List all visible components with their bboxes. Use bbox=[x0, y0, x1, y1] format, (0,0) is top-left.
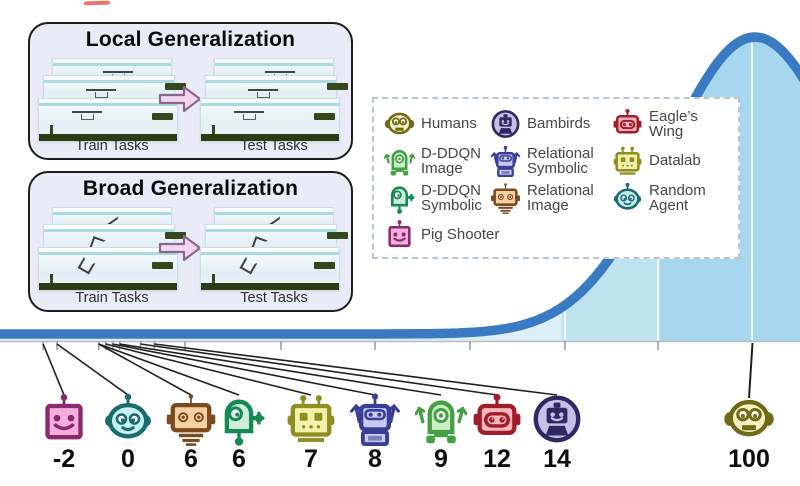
cyclops-arms-robot-icon bbox=[384, 149, 415, 176]
legend-item-humans: Humans bbox=[384, 106, 490, 142]
agent-score-humans: 100 bbox=[728, 445, 770, 473]
agent-score-relational-symbolic: 8 bbox=[368, 445, 382, 473]
legend-item-eagle-s-wing: Eagle’s Wing bbox=[612, 106, 734, 142]
round-robot-icon bbox=[105, 393, 151, 439]
arms-up-robot-icon bbox=[350, 393, 400, 446]
square-eyes-robot-icon bbox=[613, 146, 642, 175]
agent-marker-datalab: 7 bbox=[282, 392, 340, 472]
agent-marker-bambirds: 14 bbox=[528, 392, 586, 472]
cyclops-robot-icon bbox=[224, 399, 265, 446]
train-to-test-arrow-icon bbox=[158, 233, 202, 268]
agent-marker-random-agent: 0 bbox=[99, 392, 157, 472]
visor-robot-icon bbox=[473, 393, 521, 436]
agent-score-relational-image: 6 bbox=[184, 445, 198, 473]
local-test-task-screenshots bbox=[200, 58, 348, 142]
local-test-tasks-caption: Test Tasks bbox=[240, 138, 308, 154]
agent-marker-relational-symbolic: 8 bbox=[346, 392, 404, 472]
agent-marker-d-ddqn-image: 9 bbox=[412, 392, 470, 472]
local-train-task-screenshots bbox=[38, 58, 186, 142]
smiling-square-robot-icon bbox=[388, 220, 411, 248]
ear-robot-icon bbox=[166, 394, 216, 446]
local-generalization-title: Local Generalization bbox=[85, 28, 296, 51]
square-eyes-robot-icon bbox=[287, 395, 335, 442]
agent-score-random-agent: 0 bbox=[121, 445, 135, 473]
monkey-face-robot-icon bbox=[384, 112, 415, 135]
agent-marker-pig-shooter: -2 bbox=[35, 392, 93, 472]
ear-robot-icon bbox=[491, 183, 520, 214]
smiling-square-robot-icon bbox=[45, 394, 83, 440]
agent-marker-humans: 100 bbox=[720, 392, 778, 472]
legend-box: Humans Bambirds Eagle’s Wing D-DDQN Imag… bbox=[372, 97, 740, 259]
circle-badge-robot-icon bbox=[491, 110, 520, 138]
legend-item-datalab: Datalab bbox=[612, 143, 734, 179]
cyclops-robot-icon bbox=[390, 186, 415, 214]
agent-score-d-ddqn-symbolic: 6 bbox=[232, 445, 246, 473]
agent-marker-relational-image: 6 bbox=[162, 392, 220, 472]
legend-item-random-agent: Random Agent bbox=[612, 180, 734, 216]
legend-item-d-ddqn-symbolic: D-DDQN Symbolic bbox=[384, 180, 490, 216]
arms-up-robot-icon bbox=[490, 145, 521, 177]
legend-item-relational-image: Relational Image bbox=[490, 180, 612, 216]
broad-test-tasks-caption: Test Tasks bbox=[240, 290, 308, 306]
circle-badge-robot-icon bbox=[533, 395, 581, 443]
legend-item-relational-symbolic: Relational Symbolic bbox=[490, 143, 612, 179]
panel-broad-generalization: Broad Generalization Train Tasks Test Ta… bbox=[28, 171, 353, 312]
agent-score-bambirds: 14 bbox=[543, 445, 571, 473]
legend-item-pig-shooter: Pig Shooter bbox=[384, 217, 734, 253]
monkey-face-robot-icon bbox=[724, 399, 774, 437]
round-robot-icon bbox=[613, 182, 642, 210]
legend-grid: Humans Bambirds Eagle’s Wing D-DDQN Imag… bbox=[374, 99, 738, 255]
broad-generalization-title: Broad Generalization bbox=[82, 177, 299, 200]
broad-test-task-screenshots bbox=[200, 207, 348, 291]
agent-score-eagle-s-wing: 12 bbox=[483, 445, 511, 473]
agent-score-datalab: 7 bbox=[304, 445, 318, 473]
panel-local-generalization: Local Generalization Train Tasks Test Ta… bbox=[28, 22, 353, 160]
agent-score-pig-shooter: -2 bbox=[52, 445, 76, 473]
local-train-tasks-caption: Train Tasks bbox=[75, 138, 149, 154]
legend-item-bambirds: Bambirds bbox=[490, 106, 612, 142]
cyclops-arms-robot-icon bbox=[415, 400, 467, 444]
train-to-test-arrow-icon bbox=[158, 84, 202, 119]
legend-item-d-ddqn-image: D-DDQN Image bbox=[384, 143, 490, 179]
agent-score-d-ddqn-image: 9 bbox=[434, 445, 448, 473]
broad-train-tasks-caption: Train Tasks bbox=[75, 290, 149, 306]
broad-train-task-screenshots bbox=[38, 207, 186, 291]
agent-marker-eagle-s-wing: 12 bbox=[468, 392, 526, 472]
visor-robot-icon bbox=[613, 109, 642, 134]
agent-marker-d-ddqn-symbolic: 6 bbox=[210, 392, 268, 472]
